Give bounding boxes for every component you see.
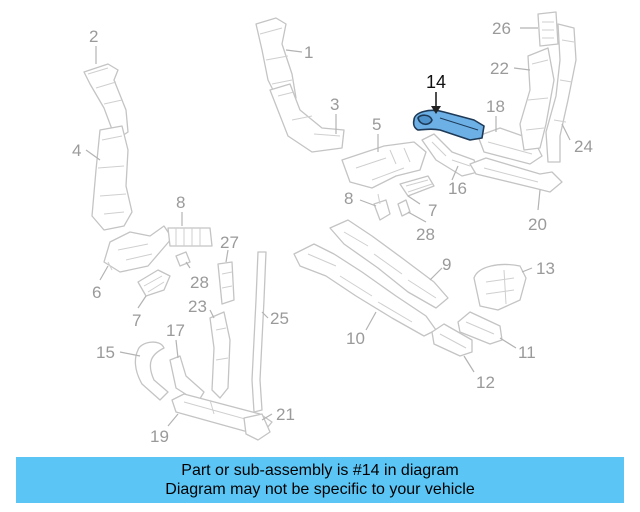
callout-6: 6 [92,283,101,302]
callout-18: 18 [486,97,505,116]
part-18-duct[interactable] [477,127,543,165]
callout-17: 17 [166,321,185,340]
callout-15: 15 [96,343,115,362]
callout-5: 5 [372,115,381,134]
part-8-grille[interactable] [167,227,213,247]
callout-9: 9 [442,255,451,274]
part-6-housing[interactable] [103,225,173,273]
part-25-rod[interactable] [251,251,267,413]
part-9-duct[interactable] [329,219,449,309]
callout-13: 13 [536,259,555,278]
banner-line-1: Part or sub-assembly is #14 in diagram [181,462,459,479]
part-4-duct[interactable] [91,125,133,231]
callout-19: 19 [150,427,169,446]
callout-4: 4 [72,141,81,160]
callout-3: 3 [330,95,339,114]
part-13-vent-housing[interactable] [473,263,527,311]
part-7-center-vent[interactable] [399,175,435,197]
callout-21: 21 [276,405,295,424]
parts-diagram: 1 2 3 4 5 6 7 7 8 8 9 10 11 12 13 14 15 … [72,11,593,446]
callout-7-center: 7 [428,201,437,220]
part-8-center-clip[interactable] [373,193,391,221]
callout-28-center: 28 [416,225,435,244]
callout-8-left: 8 [176,193,185,212]
part-11-vent[interactable] [457,311,503,345]
banner-line-2: Diagram may not be specific to your vehi… [165,481,475,498]
part-1-duct[interactable] [255,17,297,105]
part-27-bracket[interactable] [217,261,235,305]
callout-8-center: 8 [344,189,353,208]
callout-22: 22 [490,59,509,78]
callout-1: 1 [304,43,313,62]
part-3-duct[interactable] [269,83,345,153]
callout-16: 16 [448,179,467,198]
part-2-duct[interactable] [83,63,129,141]
callout-28-left: 28 [190,273,209,292]
info-banner: Part or sub-assembly is #14 in diagram D… [16,457,624,503]
part-7-left-vent[interactable] [137,269,171,297]
callout-23: 23 [188,297,207,316]
part-26-vent[interactable] [537,11,559,47]
callout-14: 14 [426,72,446,92]
callout-27: 27 [220,233,239,252]
part-23-duct[interactable] [209,311,231,399]
callout-26: 26 [492,19,511,38]
part-15-hose[interactable] [134,341,169,401]
callout-24: 24 [574,137,593,156]
callout-7-left: 7 [132,311,141,330]
part-21-connector[interactable] [243,413,271,441]
leader-lines [85,27,571,427]
part-14-duct-highlighted[interactable] [412,109,485,141]
callout-11: 11 [518,343,536,362]
part-12-vent[interactable] [431,323,473,357]
part-22-duct[interactable] [519,47,555,151]
callout-20: 20 [528,215,547,234]
part-16-hose[interactable] [421,133,479,177]
part-28-center-clip[interactable] [397,199,411,217]
callout-2: 2 [89,27,98,46]
part-17-hose[interactable] [169,355,205,403]
callout-25: 25 [270,309,289,328]
callout-10: 10 [346,329,365,348]
part-24-duct[interactable] [545,23,577,163]
part-20-duct[interactable] [469,157,563,193]
callout-numbers: 1 2 3 4 5 6 7 7 8 8 9 10 11 12 13 14 15 … [72,19,593,446]
part-5-distribution[interactable] [341,141,427,189]
callout-12: 12 [476,373,495,392]
